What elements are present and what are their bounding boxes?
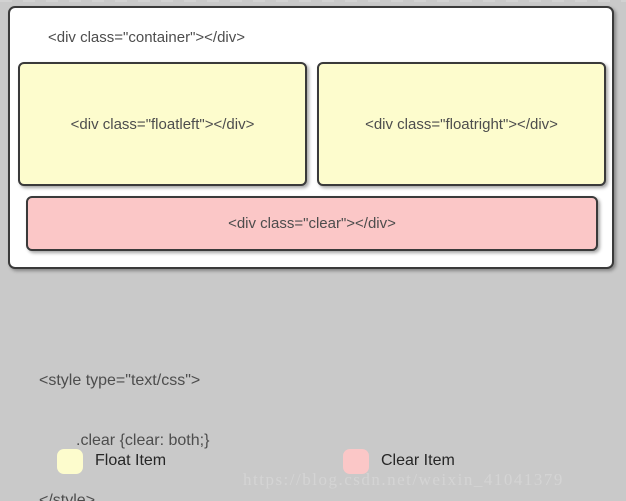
legend-float-label: Float Item — [95, 452, 167, 469]
top-edge-ticks-decoration — [0, 0, 626, 2]
code-line-style-close: </style> — [39, 492, 96, 501]
code-line-style-open: <style type="text/css"> — [39, 372, 201, 389]
container-div-label: <div class="container"></div> — [48, 29, 246, 46]
clear-div-box: <div class="clear"></div> — [26, 196, 598, 251]
csdn-watermark: https://blog.csdn.net/weixin_41041379 — [243, 470, 564, 489]
clear-div-label: <div class="clear"></div> — [228, 215, 396, 232]
clear-item-swatch — [343, 448, 369, 474]
floatleft-div-box: <div class="floatleft"></div> — [18, 62, 307, 186]
floatleft-div-label: <div class="floatleft"></div> — [70, 115, 255, 133]
floatright-div-box: <div class="floatright"></div> — [317, 62, 606, 186]
floatright-div-label: <div class="floatright"></div> — [365, 115, 558, 133]
container-div-box: <div class="container"></div> <div class… — [8, 6, 614, 269]
legend-clear-label: Clear Item — [381, 452, 455, 469]
legend-item-float: Float Item — [57, 448, 166, 474]
legend-item-clear: Clear Item — [343, 448, 455, 474]
css-code-snippet: <style type="text/css"> .clear {clear: b… — [39, 331, 209, 501]
code-line-clear-rule: .clear {clear: both;} — [76, 432, 210, 449]
float-item-swatch — [57, 448, 83, 474]
